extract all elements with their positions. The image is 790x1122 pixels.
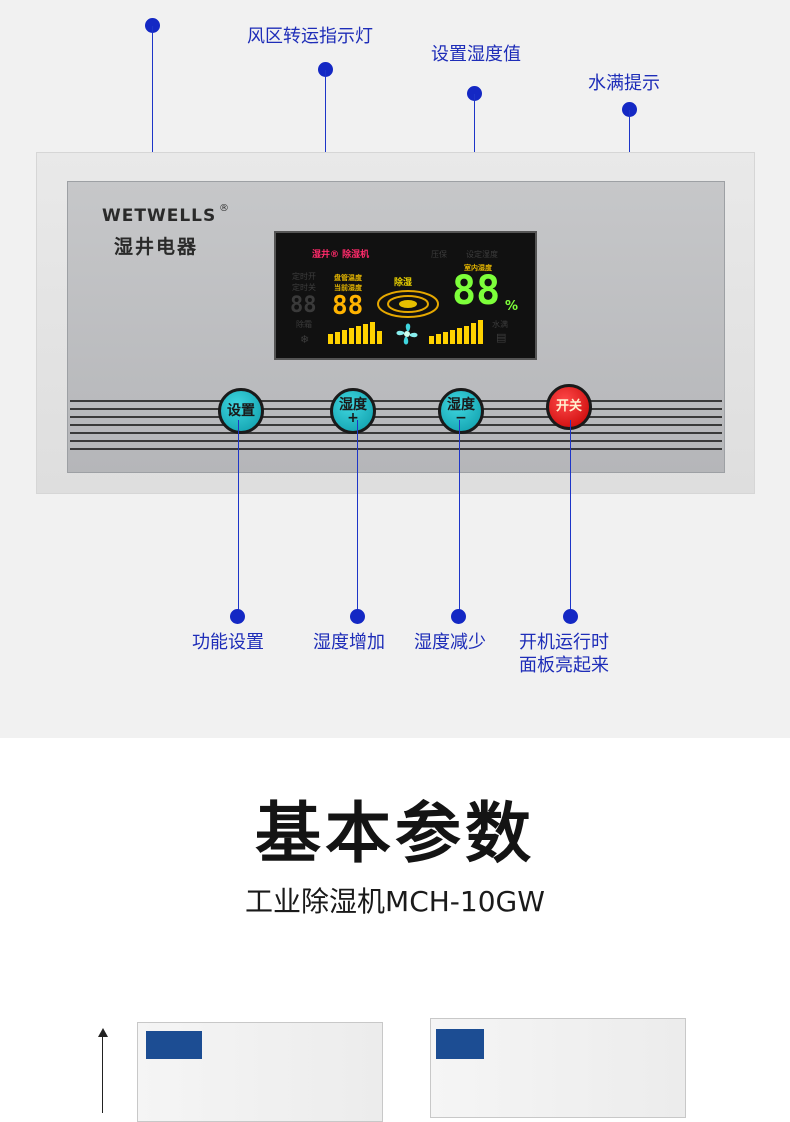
lcd-label-defrost: 除霜: [296, 320, 312, 329]
power-button-label: 开关: [555, 399, 582, 414]
lcd-label-coil-temp: 盘管温度: [334, 274, 362, 282]
unit-front-view: [137, 1022, 383, 1122]
nameplate-label-side: [436, 1029, 484, 1059]
callout-line-humidity-down: [459, 420, 460, 616]
set-button-label: 设置: [227, 403, 255, 419]
callout-dot-function-set: [230, 609, 245, 624]
callout-line-humidity-up: [357, 420, 358, 616]
callout-dot-set-humidity: [467, 86, 482, 101]
lcd-label-current-humidity: 当前湿度: [334, 284, 362, 292]
humidity-down-button[interactable]: 湿度 −: [438, 388, 484, 434]
brand-name-en: WETWELLS: [102, 206, 217, 226]
lcd-label-water-full: 水满: [492, 320, 508, 329]
lcd-label-dehumidify: 除湿: [394, 278, 413, 288]
brand-name-cn: 湿井电器: [114, 236, 199, 258]
dimension-arrow-line: [102, 1034, 103, 1113]
section-title: 基本参数: [255, 795, 535, 872]
airflow-swirl-icon: [377, 290, 439, 318]
callout-humidity-up-label: 湿度增加: [313, 632, 385, 653]
lcd-label-pressure: 压保: [431, 250, 447, 259]
callout-set-humidity-label: 设置湿度值: [431, 44, 521, 65]
lcd-humidity-digits: 88: [452, 268, 501, 314]
callout-power-label-line2: 面板亮起来: [519, 655, 609, 676]
callout-fan-zone-label: 风区转运指示灯: [247, 26, 373, 47]
nameplate-label: [146, 1031, 202, 1059]
callout-humidity-down-label: 湿度减少: [414, 632, 486, 653]
callout-power-label-line1: 开机运行时: [519, 632, 609, 653]
callout-function-set-label: 功能设置: [192, 632, 264, 653]
callout-line-power: [570, 420, 571, 616]
callout-dot-water-full: [622, 102, 637, 117]
humidity-up-label: 湿度: [339, 397, 367, 413]
section-subtitle: 工业除湿机MCH-10GW: [245, 885, 545, 918]
lcd-label-indoor-humidity: 室内湿度: [464, 264, 492, 272]
callout-dot-humidity-up: [350, 609, 365, 624]
callout-dot-fan-zone: [318, 62, 333, 77]
water-tank-icon: ▤: [496, 331, 507, 344]
minus-icon: −: [455, 410, 467, 426]
dimension-arrow-up-icon: [98, 1028, 108, 1037]
lcd-temp-digits: 88: [332, 291, 364, 321]
callout-dot-top-left: [145, 18, 160, 33]
brand-registered-mark: ®: [219, 203, 229, 214]
lcd-label-timer-off: 定时关: [292, 283, 316, 292]
humidity-down-label: 湿度: [447, 397, 475, 413]
set-button[interactable]: 设置: [218, 388, 264, 434]
fan-icon: [396, 323, 418, 345]
callout-dot-humidity-down: [451, 609, 466, 624]
lcd-brand-line: 湿井® 除湿机: [312, 250, 370, 260]
lcd-timer-digits: 88: [290, 293, 317, 318]
snowflake-icon: ❄: [300, 333, 310, 346]
callout-line-function-set: [238, 420, 239, 616]
unit-side-view: [430, 1018, 686, 1118]
lcd-label-set-humidity: 设定湿度: [466, 250, 498, 259]
lcd-display: 湿井® 除湿机 压保 设定湿度 定时开 定时关 88 除霜 ❄ 盘管温度 当前湿…: [274, 231, 537, 360]
humidity-up-button[interactable]: 湿度 +: [330, 388, 376, 434]
lcd-label-timer-on: 定时开: [292, 272, 316, 281]
callout-water-full-label: 水满提示: [588, 73, 660, 94]
power-button[interactable]: 开关: [546, 384, 592, 430]
callout-line-top-left: [152, 26, 153, 212]
lcd-humidity-unit: %: [505, 299, 519, 314]
callout-dot-power: [563, 609, 578, 624]
plus-icon: +: [347, 410, 359, 426]
